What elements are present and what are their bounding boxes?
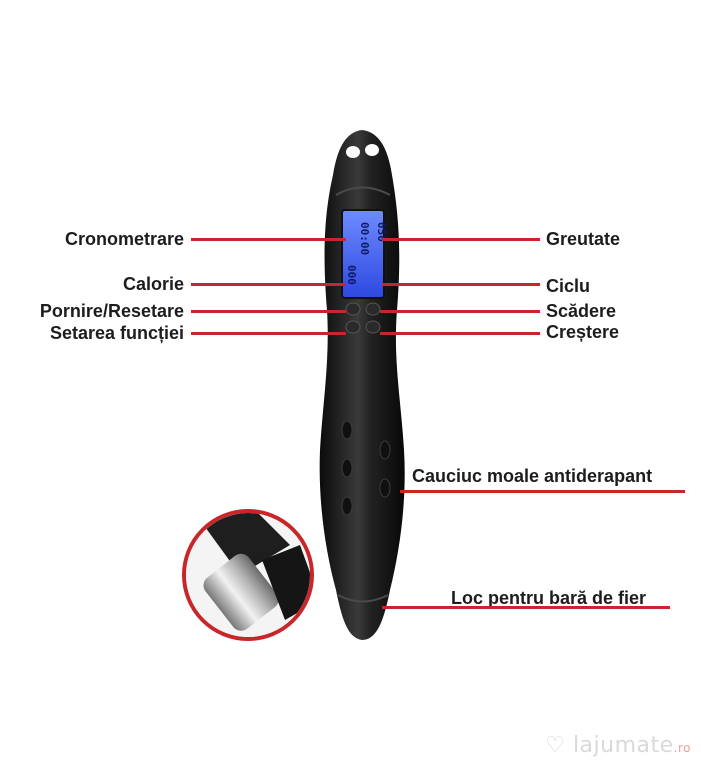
callout-line-start-reset [191, 310, 346, 313]
label-timing: Cronometrare [64, 229, 184, 249]
heart-logo-icon: ♡ [545, 733, 566, 758]
watermark-suffix: .ro [673, 741, 691, 755]
control-buttons [345, 302, 381, 334]
callout-line-calorie [191, 283, 346, 286]
callout-line-cycle [382, 283, 540, 286]
label-start-reset: Pornire/Resetare [39, 301, 184, 321]
handle-body [319, 130, 405, 640]
function-button [345, 320, 361, 334]
label-calorie: Calorie [122, 274, 184, 294]
inset-detail-image [182, 509, 314, 641]
lcd-weight: 050 [375, 222, 388, 242]
label-decrease: Scădere [546, 301, 617, 321]
decrease-button [365, 302, 381, 316]
callout-line-weight [382, 238, 540, 241]
lcd-screen [341, 209, 385, 299]
label-weight: Greutate [546, 229, 621, 249]
callout-line-decrease [380, 310, 540, 313]
watermark: ♡ lajumate.ro [545, 733, 691, 758]
lcd-cal: 000 [345, 265, 358, 285]
lcd-time: 00:00 [358, 222, 371, 255]
increase-button [365, 320, 381, 334]
callout-line-increase [380, 332, 540, 335]
watermark-text: lajumate [572, 733, 674, 758]
label-bar-slot: Loc pentru bară de fier [451, 588, 647, 608]
label-rubber: Cauciuc moale antiderapant [412, 466, 653, 486]
start-reset-button [345, 302, 361, 316]
callout-line-timing [191, 238, 346, 241]
callout-line-bar-slot [382, 606, 670, 609]
label-increase: Creștere [546, 322, 620, 342]
label-function-setting: Setarea funcției [49, 323, 184, 343]
callout-line-rubber [400, 490, 685, 493]
label-cycle: Ciclu [546, 276, 591, 296]
top-hole-right [365, 144, 379, 156]
callout-line-function-setting [191, 332, 346, 335]
top-hole-left [346, 146, 360, 158]
